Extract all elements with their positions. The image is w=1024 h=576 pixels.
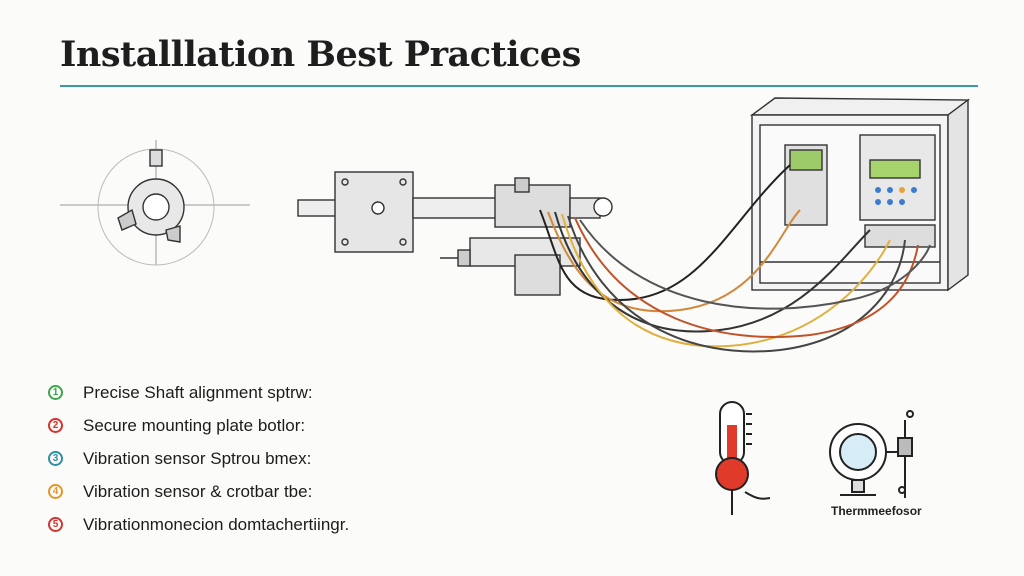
step-text: Precise Shaft alignment sptrw: <box>83 382 313 402</box>
step-text: Vibration sensor Sptrou bmex: <box>83 448 312 468</box>
step-text: Vibration sensor & crotbar tbe: <box>83 481 313 501</box>
step-text: Vibrationmonecion domtachertiingr. <box>83 514 350 534</box>
step-text: Secure mounting plate botlor: <box>83 415 306 435</box>
sensor-icon <box>829 410 914 498</box>
thermometer-icon <box>715 401 771 515</box>
page-title: Installlation Best Practices <box>60 34 581 75</box>
step-number-icon: 1 <box>48 385 63 400</box>
shaft-assembly <box>297 171 613 296</box>
sensor-caption: Thermmeefosor <box>831 504 922 518</box>
list-item: 5 Vibrationmonecion domtachertiingr. <box>48 508 349 541</box>
best-practices-list: 1 Precise Shaft alignment sptrw: 2 Secure m… <box>48 376 349 541</box>
list-item: 2 Secure mounting plate botlor: <box>48 409 349 442</box>
cable-bundle <box>539 164 931 353</box>
list-item: 4 Vibration sensor & crotbar tbe: <box>48 475 349 508</box>
title-underline <box>60 85 978 87</box>
step-number-icon: 2 <box>48 418 63 433</box>
step-number-icon: 3 <box>48 451 63 466</box>
step-number-icon: 5 <box>48 517 63 532</box>
control-cabinet <box>749 97 971 292</box>
list-item: 3 Vibration sensor Sptrou bmex: <box>48 442 349 475</box>
shaft-end-view <box>60 140 250 266</box>
step-number-icon: 4 <box>48 484 63 499</box>
list-item: 1 Precise Shaft alignment sptrw: <box>48 376 349 409</box>
